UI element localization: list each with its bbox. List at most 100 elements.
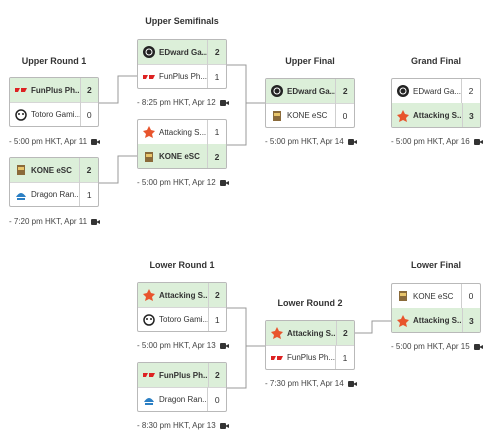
team-row[interactable]: KONE eSC 2 — [138, 144, 226, 168]
team-score: 2 — [79, 78, 98, 102]
round-title-upper-semis: Upper Semifinals — [145, 16, 219, 26]
team-name: KONE eSC — [159, 152, 200, 161]
attacking-soul-logo-icon — [143, 126, 155, 138]
team-name: FunPlus Ph... — [159, 370, 208, 380]
totoro-logo-icon — [15, 108, 27, 121]
edward-gaming-logo-icon — [143, 46, 155, 58]
team-row[interactable]: Dragon Ran... 1 — [10, 182, 98, 206]
team-row[interactable]: Totoro Gami... 0 — [10, 102, 98, 126]
funplus-logo-icon — [143, 373, 155, 377]
team-name: Attacking S... — [287, 328, 336, 338]
team-row[interactable]: KONE eSC 0 — [266, 103, 354, 127]
team-row[interactable]: Attacking S... 2 — [266, 321, 354, 346]
team-row[interactable]: Attacking S... 3 — [392, 308, 480, 332]
funplus-logo-icon — [15, 88, 27, 92]
team-score: 1 — [335, 345, 354, 369]
match-time: - 7:20 pm HKT, Apr 11 — [9, 217, 101, 226]
match-us-1[interactable]: EDward Ga... 2 FunPlus Ph... 1 — [137, 39, 227, 89]
video-camera-icon[interactable] — [347, 138, 357, 145]
team-name: Dragon Ran... — [31, 190, 80, 199]
team-score: 2 — [335, 321, 354, 345]
team-name: KONE eSC — [413, 291, 454, 301]
round-title-lower-r1: Lower Round 1 — [149, 260, 215, 270]
team-name: EDward Ga... — [287, 86, 336, 96]
team-name: Totoro Gami... — [159, 315, 208, 324]
team-score: 3 — [461, 308, 480, 332]
round-title-upper-r1: Upper Round 1 — [21, 56, 87, 66]
match-lr2[interactable]: Attacking S... 2 FunPlus Ph... 1 — [265, 320, 355, 370]
dragon-ranger-logo-icon — [16, 192, 26, 200]
team-name: KONE eSC — [31, 165, 72, 175]
video-camera-icon[interactable] — [91, 218, 101, 225]
match-time: - 8:30 pm HKT, Apr 13 — [137, 421, 229, 430]
funplus-logo-icon — [143, 74, 155, 79]
team-name: FunPlus Ph... — [31, 85, 80, 95]
funplus-logo-icon — [271, 355, 283, 360]
team-row[interactable]: EDward Ga... 2 — [266, 79, 354, 104]
match-time: - 8:25 pm HKT, Apr 12 — [137, 98, 229, 107]
team-row[interactable]: Attacking S... 3 — [392, 103, 480, 127]
video-camera-icon[interactable] — [219, 422, 229, 429]
match-grand-final[interactable]: EDward Ga... 2 Attacking S... 3 — [391, 78, 481, 128]
video-camera-icon[interactable] — [347, 380, 357, 387]
round-title-grand-final: Grand Final — [410, 56, 461, 66]
match-lr1-1[interactable]: Attacking S... 2 Totoro Gami... 1 — [137, 282, 227, 332]
team-row[interactable]: Attacking S... 1 — [138, 120, 226, 145]
kone-logo-icon — [17, 165, 25, 175]
team-row[interactable]: FunPlus Ph... 2 — [10, 78, 98, 103]
team-row[interactable]: FunPlus Ph... 2 — [138, 363, 226, 388]
video-camera-icon[interactable] — [219, 179, 229, 186]
team-row[interactable]: KONE eSC 0 — [392, 284, 480, 309]
team-row[interactable]: FunPlus Ph... 1 — [266, 345, 354, 369]
team-row[interactable]: Dragon Ran... 0 — [138, 387, 226, 411]
team-name: KONE eSC — [287, 111, 328, 120]
match-time: - 5:00 pm HKT, Apr 11 — [9, 137, 101, 146]
team-score: 1 — [207, 64, 226, 88]
match-lr1-2[interactable]: FunPlus Ph... 2 Dragon Ran... 0 — [137, 362, 227, 412]
kone-logo-icon — [399, 291, 407, 301]
team-score: 0 — [79, 102, 98, 126]
round-title-lower-final: Lower Final — [410, 260, 461, 270]
match-time: - 5:00 pm HKT, Apr 13 — [137, 341, 229, 350]
match-time: - 5:00 pm HKT, Apr 15 — [391, 342, 483, 351]
video-camera-icon[interactable] — [473, 138, 483, 145]
attacking-soul-logo-icon — [397, 109, 409, 122]
team-row[interactable]: Totoro Gami... 1 — [138, 307, 226, 331]
team-name: EDward Ga... — [413, 86, 461, 96]
team-score: 2 — [335, 79, 354, 103]
attacking-soul-logo-icon — [397, 314, 409, 327]
team-score: 2 — [207, 144, 226, 168]
match-time: - 5:00 pm HKT, Apr 12 — [137, 178, 229, 187]
totoro-logo-icon — [143, 313, 155, 326]
team-score: 2 — [207, 40, 226, 64]
match-us-2[interactable]: Attacking S... 1 KONE eSC 2 — [137, 119, 227, 169]
kone-logo-icon — [145, 151, 153, 162]
team-name: Dragon Ran... — [159, 395, 208, 404]
team-name: FunPlus Ph... — [159, 72, 208, 81]
match-lower-final[interactable]: KONE eSC 0 Attacking S... 3 — [391, 283, 481, 333]
team-row[interactable]: KONE eSC 2 — [10, 158, 98, 183]
kone-logo-icon — [273, 110, 281, 121]
video-camera-icon[interactable] — [473, 343, 483, 350]
round-title-upper-final: Upper Final — [285, 56, 335, 66]
team-score: 2 — [207, 283, 226, 307]
video-camera-icon[interactable] — [219, 99, 229, 106]
team-row[interactable]: FunPlus Ph... 1 — [138, 64, 226, 88]
team-name: Attacking S... — [413, 111, 462, 120]
team-score: 2 — [79, 158, 98, 182]
team-name: Attacking S... — [159, 127, 207, 137]
edward-gaming-logo-icon — [271, 85, 283, 97]
team-score: 1 — [79, 182, 98, 206]
match-upper-final[interactable]: EDward Ga... 2 KONE eSC 0 — [265, 78, 355, 128]
match-time: - 5:00 pm HKT, Apr 14 — [265, 137, 357, 146]
video-camera-icon[interactable] — [219, 342, 229, 349]
team-name: FunPlus Ph... — [287, 353, 336, 362]
video-camera-icon[interactable] — [91, 138, 101, 145]
attacking-soul-logo-icon — [271, 327, 283, 339]
team-row[interactable]: Attacking S... 2 — [138, 283, 226, 308]
match-ur1-2[interactable]: KONE eSC 2 Dragon Ran... 1 — [9, 157, 99, 207]
team-row[interactable]: EDward Ga... 2 — [392, 79, 480, 104]
team-row[interactable]: EDward Ga... 2 — [138, 40, 226, 65]
match-ur1-1[interactable]: FunPlus Ph... 2 Totoro Gami... 0 — [9, 77, 99, 127]
